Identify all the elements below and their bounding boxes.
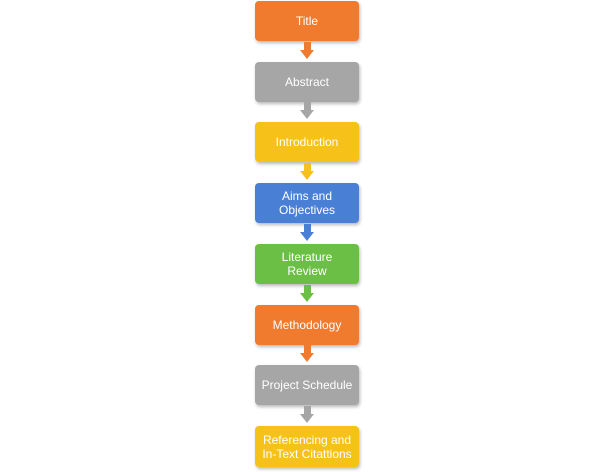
arrow-down-icon	[300, 285, 315, 303]
arrow-down-icon	[300, 406, 315, 424]
arrow-down-icon	[300, 345, 315, 363]
step-label: Methodology	[272, 318, 342, 332]
step-label: Introduction	[275, 135, 339, 149]
step-label: Title	[295, 14, 319, 28]
step-label: Literature Review	[281, 250, 333, 278]
step-label: Project Schedule	[261, 378, 353, 392]
step-label: Aims and Objectives	[278, 189, 336, 217]
step-label: Referencing and In-Text Citattions	[262, 432, 352, 461]
step-label: Abstract	[284, 75, 329, 89]
arrow-down-icon	[300, 42, 315, 60]
step-aims-and-objectives: Aims and Objectives	[255, 183, 359, 223]
step-project-schedule: Project Schedule	[255, 365, 359, 405]
arrow-down-icon	[300, 224, 315, 242]
step-introduction: Introduction	[255, 122, 359, 162]
step-title: Title	[255, 1, 359, 41]
arrow-down-icon	[300, 102, 315, 120]
step-methodology: Methodology	[255, 305, 359, 345]
step-abstract: Abstract	[255, 62, 359, 102]
step-literature-review: Literature Review	[255, 244, 359, 284]
arrow-down-icon	[300, 163, 315, 181]
step-referencing-and-citations: Referencing and In-Text Citattions	[255, 426, 359, 467]
